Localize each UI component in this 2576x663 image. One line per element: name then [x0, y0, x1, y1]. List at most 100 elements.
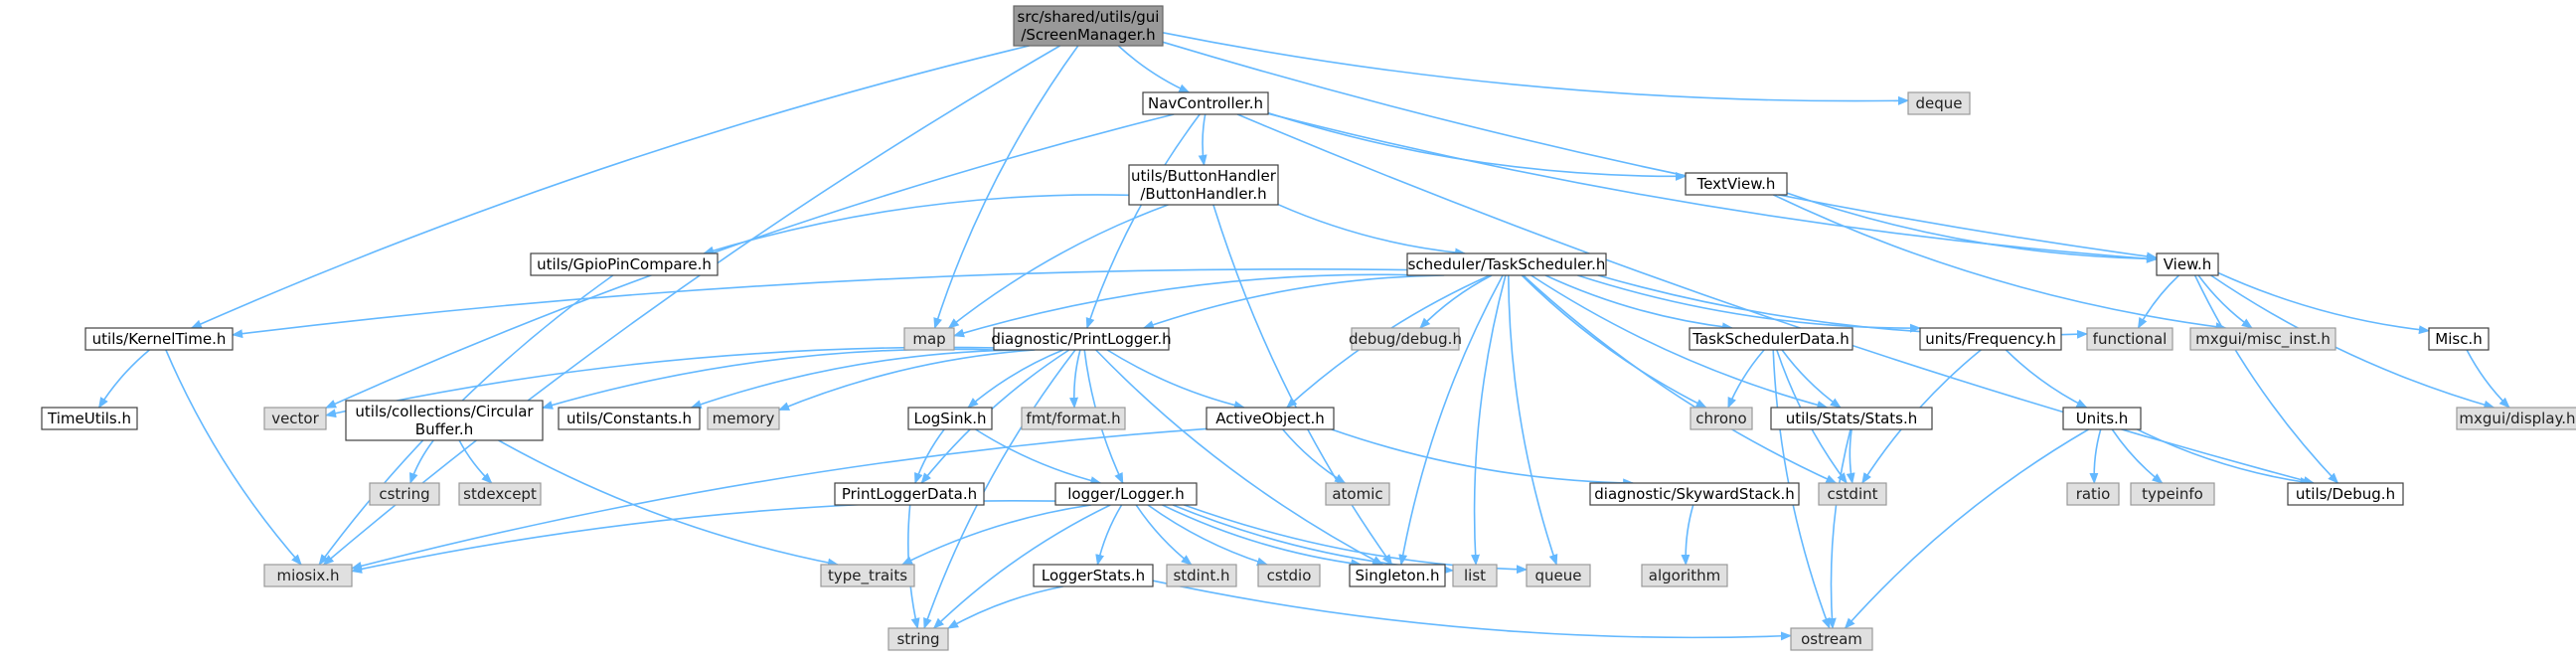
node-printloggerdata[interactable]: PrintLoggerData.h — [834, 482, 985, 506]
edge-view-to-debug — [2193, 274, 2339, 484]
node-loggerstats[interactable]: LoggerStats.h — [1033, 564, 1154, 587]
node-ratio[interactable]: ratio — [2066, 482, 2120, 506]
node-stdexcept-label: stdexcept — [463, 485, 537, 503]
edge-textview-to-miscinst — [1773, 194, 2227, 332]
node-singleton[interactable]: Singleton.h — [1349, 564, 1446, 587]
node-logger[interactable]: logger/Logger.h — [1054, 482, 1198, 506]
node-stdint[interactable]: stdint.h — [1166, 564, 1237, 587]
edge-taskscheduler-to-debugdebug — [1419, 274, 1493, 329]
edge-stats-to-ostream — [1827, 428, 1852, 630]
edge-view-to-misc — [2217, 271, 2431, 335]
edge-logger-to-singleton — [1162, 504, 1363, 569]
node-units[interactable]: Units.h — [2062, 407, 2142, 430]
edge-buttonhandler-to-singleton — [1212, 204, 1393, 566]
node-printlogger[interactable]: diagnostic/PrintLogger.h — [991, 327, 1172, 351]
node-frequency[interactable]: units/Frequency.h — [1919, 327, 2062, 351]
node-loggerstats-label: LoggerStats.h — [1042, 567, 1145, 584]
node-stdexcept[interactable]: stdexcept — [458, 482, 542, 506]
node-kerneltime-label: utils/KernelTime.h — [92, 330, 227, 348]
edge-units-to-typeinfo — [2111, 428, 2164, 484]
node-circularbuffer-label: utils/collections/Circular — [355, 403, 534, 420]
edge-logger-to-cstdio — [1147, 504, 1269, 567]
node-map[interactable]: map — [903, 327, 955, 351]
node-atomic[interactable]: atomic — [1325, 482, 1390, 506]
node-taskscheduler[interactable]: scheduler/TaskScheduler.h — [1406, 252, 1607, 276]
node-miosix[interactable]: miosix.h — [263, 564, 353, 587]
node-cstring-label: cstring — [379, 485, 429, 503]
node-string[interactable]: string — [887, 627, 949, 651]
node-buttonhandler[interactable]: utils/ButtonHandler/ButtonHandler.h — [1128, 164, 1279, 206]
node-cstring[interactable]: cstring — [369, 482, 440, 506]
node-loggerstats-box — [1033, 564, 1154, 587]
node-algorithm-label: algorithm — [1649, 567, 1720, 584]
node-ostream[interactable]: ostream — [1790, 627, 1873, 651]
node-algorithm[interactable]: algorithm — [1641, 564, 1728, 587]
node-fmtformat[interactable]: fmt/format.h — [1021, 407, 1126, 430]
node-debugdebug[interactable]: debug/debug.h — [1349, 327, 1462, 351]
edge-taskscheduler-to-queue — [1508, 274, 1558, 567]
node-string-label: string — [896, 630, 939, 648]
edge-view-to-display — [2210, 274, 2496, 410]
edge-taskscheduler-to-stats — [1530, 274, 1829, 410]
edge-frequency-to-units — [2005, 349, 2088, 409]
node-typetraits[interactable]: type_traits — [820, 564, 915, 587]
node-list[interactable]: list — [1452, 564, 1498, 587]
node-debugdebug-box — [1351, 327, 1460, 351]
node-ostream-label: ostream — [1801, 630, 1862, 648]
node-skywardstack[interactable]: diagnostic/SkywardStack.h — [1589, 482, 1800, 506]
node-miscinst[interactable]: mxgui/misc_inst.h — [2189, 327, 2336, 351]
edge-navcontroller-to-printlogger — [1085, 113, 1201, 330]
node-textview[interactable]: TextView.h — [1685, 172, 1788, 196]
node-buttonhandler-box — [1128, 164, 1279, 206]
edge-activeobject-to-miosix — [350, 427, 1208, 571]
node-list-box — [1452, 564, 1498, 587]
edge-printlogger-to-memory — [777, 349, 1036, 412]
node-cstdio[interactable]: cstdio — [1257, 564, 1321, 587]
node-vector-box — [263, 407, 327, 430]
node-functional[interactable]: functional — [2086, 327, 2174, 351]
node-skywardstack-box — [1589, 482, 1800, 506]
node-chrono-label: chrono — [1695, 410, 1746, 427]
node-screenmanager[interactable]: src/shared/utils/gui/ScreenManager.h — [1013, 5, 1164, 47]
edge-screenmanager-to-map — [933, 45, 1079, 330]
node-ratio-label: ratio — [2076, 485, 2111, 503]
node-navcontroller[interactable]: NavController.h — [1142, 91, 1269, 115]
node-miosix-box — [263, 564, 353, 587]
node-memory[interactable]: memory — [707, 407, 780, 430]
edge-taskscheduler-to-chrono — [1521, 274, 1707, 409]
node-deque[interactable]: deque — [1907, 91, 1971, 115]
node-timeutils-label: TimeUtils.h — [47, 410, 131, 427]
node-screenmanager-box — [1013, 5, 1164, 47]
edge-navcontroller-to-textview — [1267, 111, 1688, 181]
node-logsink[interactable]: LogSink.h — [907, 407, 993, 430]
dependency-edges — [97, 32, 2510, 641]
node-kerneltime[interactable]: utils/KernelTime.h — [84, 327, 234, 351]
node-activeobject[interactable]: ActiveObject.h — [1206, 407, 1335, 430]
node-display[interactable]: mxgui/display.h — [2456, 407, 2576, 430]
node-typeinfo[interactable]: typeinfo — [2130, 482, 2215, 506]
node-taskschedulerdata[interactable]: TaskSchedulerData.h — [1689, 327, 1853, 351]
node-debug[interactable]: utils/Debug.h — [2287, 482, 2404, 506]
node-functional-label: functional — [2093, 330, 2168, 348]
node-chrono[interactable]: chrono — [1690, 407, 1753, 430]
edge-skywardstack-to-algorithm — [1681, 504, 1694, 567]
edge-printlogger-to-constants — [690, 349, 1020, 409]
edge-buttonhandler-to-gpiopincompare — [703, 194, 1130, 255]
node-logger-box — [1054, 482, 1198, 506]
node-gpiopincompare-box — [530, 252, 719, 276]
node-vector[interactable]: vector — [263, 407, 327, 430]
node-logsink-label: LogSink.h — [914, 410, 987, 427]
node-view[interactable]: View.h — [2156, 252, 2219, 276]
node-stats[interactable]: utils/Stats/Stats.h — [1770, 407, 1933, 430]
node-constants[interactable]: utils/Constants.h — [558, 407, 701, 430]
node-timeutils[interactable]: TimeUtils.h — [41, 407, 138, 430]
node-queue[interactable]: queue — [1526, 564, 1591, 587]
node-gpiopincompare[interactable]: utils/GpioPinCompare.h — [530, 252, 719, 276]
node-cstdint[interactable]: cstdint — [1818, 482, 1887, 506]
node-misc[interactable]: Misc.h — [2428, 327, 2490, 351]
edge-loggerstats-to-string — [947, 585, 1063, 629]
edge-logsink-to-logger — [975, 428, 1102, 485]
edge-circularbuffer-to-stdexcept — [458, 439, 493, 484]
